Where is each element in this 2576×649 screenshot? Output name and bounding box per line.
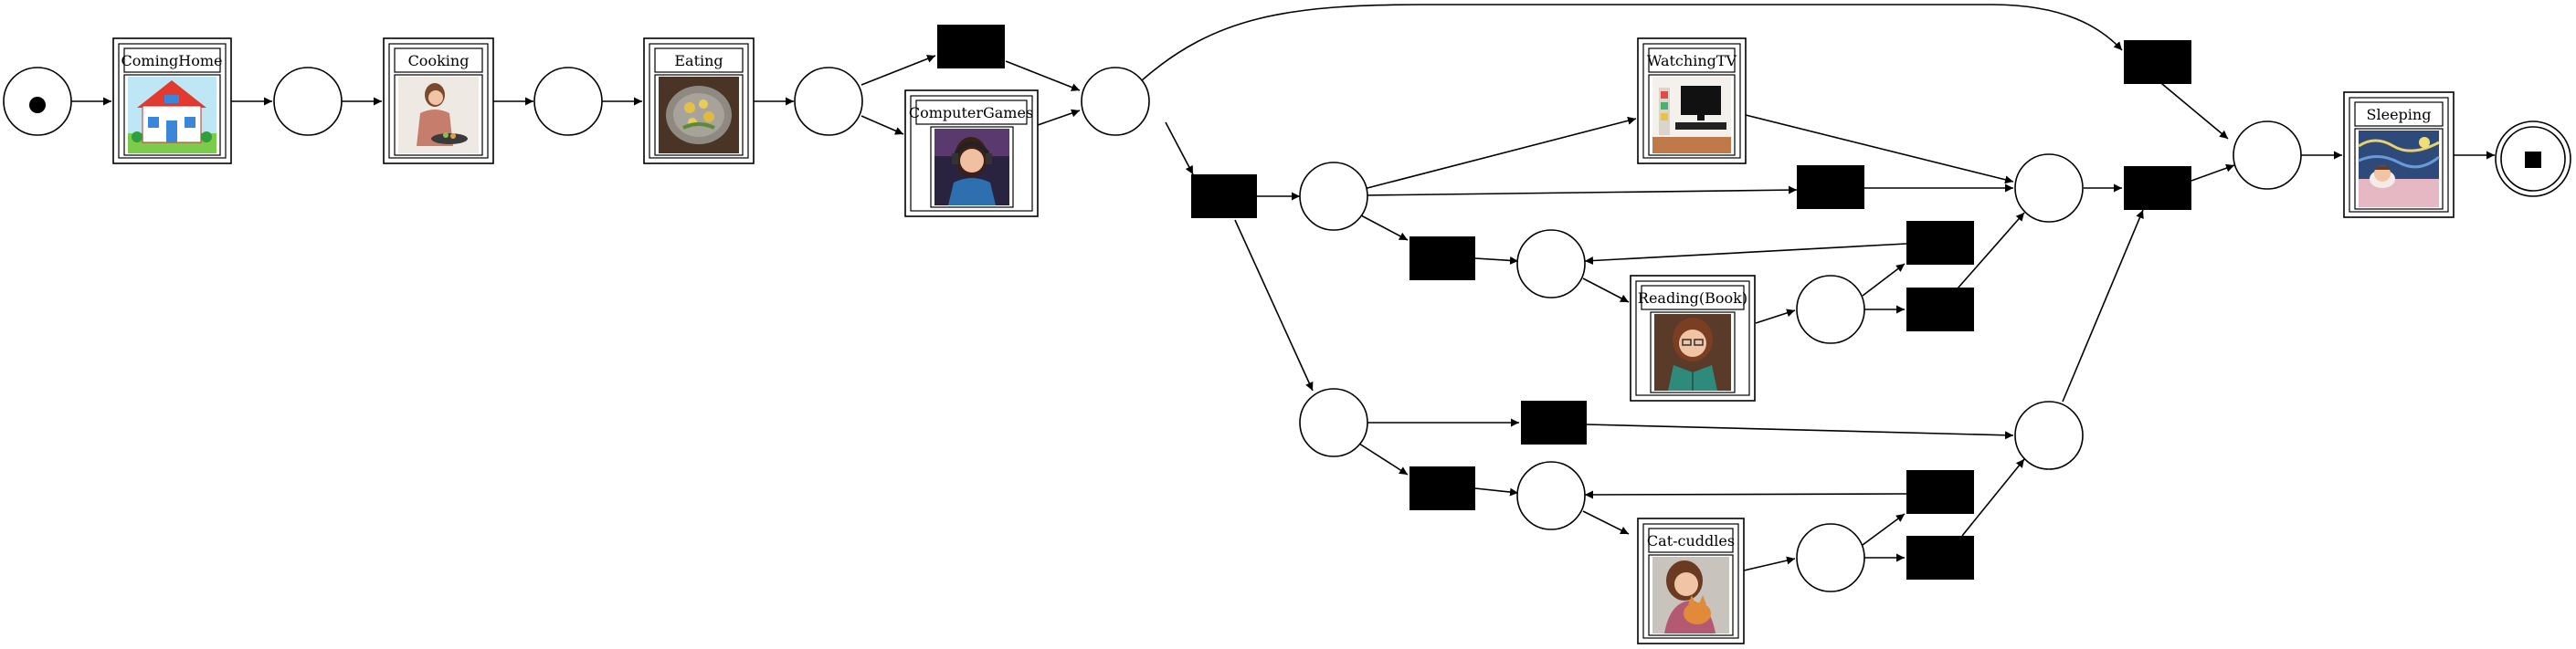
- arc: [1582, 510, 1630, 535]
- woman-with-cat-icon: [1652, 557, 1729, 633]
- silent-transition: [1797, 165, 1864, 209]
- silent-transition: [1409, 466, 1475, 510]
- transition-label: Sleeping: [2367, 106, 2432, 123]
- silent-transitions: [937, 25, 2191, 580]
- transition-label: Eating: [674, 52, 723, 69]
- place: [2233, 120, 2302, 190]
- sink-place: [2495, 120, 2571, 197]
- place: [794, 67, 863, 136]
- token: [29, 97, 46, 113]
- arc: [1141, 4, 2123, 81]
- place: [1299, 162, 1368, 231]
- place: [2014, 153, 2084, 223]
- transition-label: ComingHome: [121, 52, 223, 69]
- sleeping-person-icon: [2358, 131, 2440, 207]
- silent-transition: [1191, 174, 1257, 218]
- woman-reading-icon: [1654, 314, 1731, 391]
- arc: [1586, 424, 2014, 440]
- arc: [860, 115, 904, 135]
- arc: [1165, 121, 1194, 175]
- arc: [1745, 114, 2014, 184]
- silent-transition: [1906, 470, 1974, 514]
- transition-sleeping: Sleeping: [2343, 91, 2455, 218]
- transition-cat-cuddles: Cat-cuddles: [1637, 518, 1745, 644]
- arc: [1360, 215, 1409, 241]
- arc: [1755, 309, 1796, 324]
- arc: [1474, 256, 1519, 265]
- transition-reading-book: Reading(Book): [1630, 275, 1756, 402]
- silent-transition: [937, 25, 1005, 68]
- place: [533, 67, 603, 136]
- transition-eating: Eating: [643, 37, 755, 164]
- gamer-with-headset-icon: [934, 129, 1009, 205]
- transition-watching-tv: WatchingTV: [1637, 37, 1747, 164]
- transition-label: ComputerGames: [909, 104, 1033, 121]
- arc: [2062, 209, 2144, 403]
- place: [1516, 229, 1586, 298]
- arc: [1957, 212, 2025, 289]
- place: [1516, 461, 1586, 530]
- silent-transition: [1906, 288, 1974, 331]
- arc: [1743, 556, 1796, 571]
- arc: [1862, 263, 1906, 297]
- transition-computer-games: ComputerGames: [904, 89, 1039, 217]
- arc: [1234, 219, 1314, 392]
- place: [1796, 523, 1865, 592]
- arc: [1037, 109, 1081, 126]
- transition-label: WatchingTV: [1647, 52, 1737, 69]
- places: [3, 67, 2571, 592]
- arc: [2191, 163, 2235, 182]
- house-icon: [128, 77, 216, 153]
- transition-cooking: Cooking: [383, 37, 494, 164]
- silent-transition: [1906, 221, 1974, 265]
- transition-label: Cooking: [408, 52, 470, 69]
- arc: [1363, 116, 1637, 190]
- plate-of-food-icon: [659, 77, 739, 153]
- arc: [1862, 513, 1906, 546]
- silent-transition: [1906, 536, 1974, 580]
- silent-transition: [2124, 166, 2191, 210]
- place: [1796, 275, 1865, 344]
- final-marker: [2525, 152, 2541, 168]
- arc: [1584, 243, 1907, 266]
- tv-room-icon: [1652, 77, 1731, 153]
- place: [273, 67, 343, 136]
- place: [2014, 401, 2084, 470]
- arc: [860, 55, 936, 86]
- arc: [1364, 185, 1798, 196]
- arc: [2156, 79, 2229, 140]
- place: [1299, 388, 1368, 457]
- transition-coming-home: ComingHome: [112, 37, 232, 164]
- silent-transition: [1521, 401, 1587, 445]
- woman-cooking-icon: [398, 77, 479, 153]
- arc: [1005, 60, 1081, 91]
- arc: [1358, 443, 1409, 476]
- arc: [1582, 277, 1630, 303]
- arcs: [71, 4, 2495, 571]
- transition-label: Reading(Book): [1638, 289, 1747, 307]
- arc: [1961, 458, 2025, 537]
- silent-transition: [2124, 40, 2191, 84]
- arc: [1584, 490, 1907, 499]
- arc: [1474, 487, 1519, 497]
- silent-transition: [1409, 236, 1475, 280]
- source-place: [3, 67, 72, 136]
- place: [1081, 67, 1150, 136]
- transition-label: Cat-cuddles: [1647, 532, 1735, 550]
